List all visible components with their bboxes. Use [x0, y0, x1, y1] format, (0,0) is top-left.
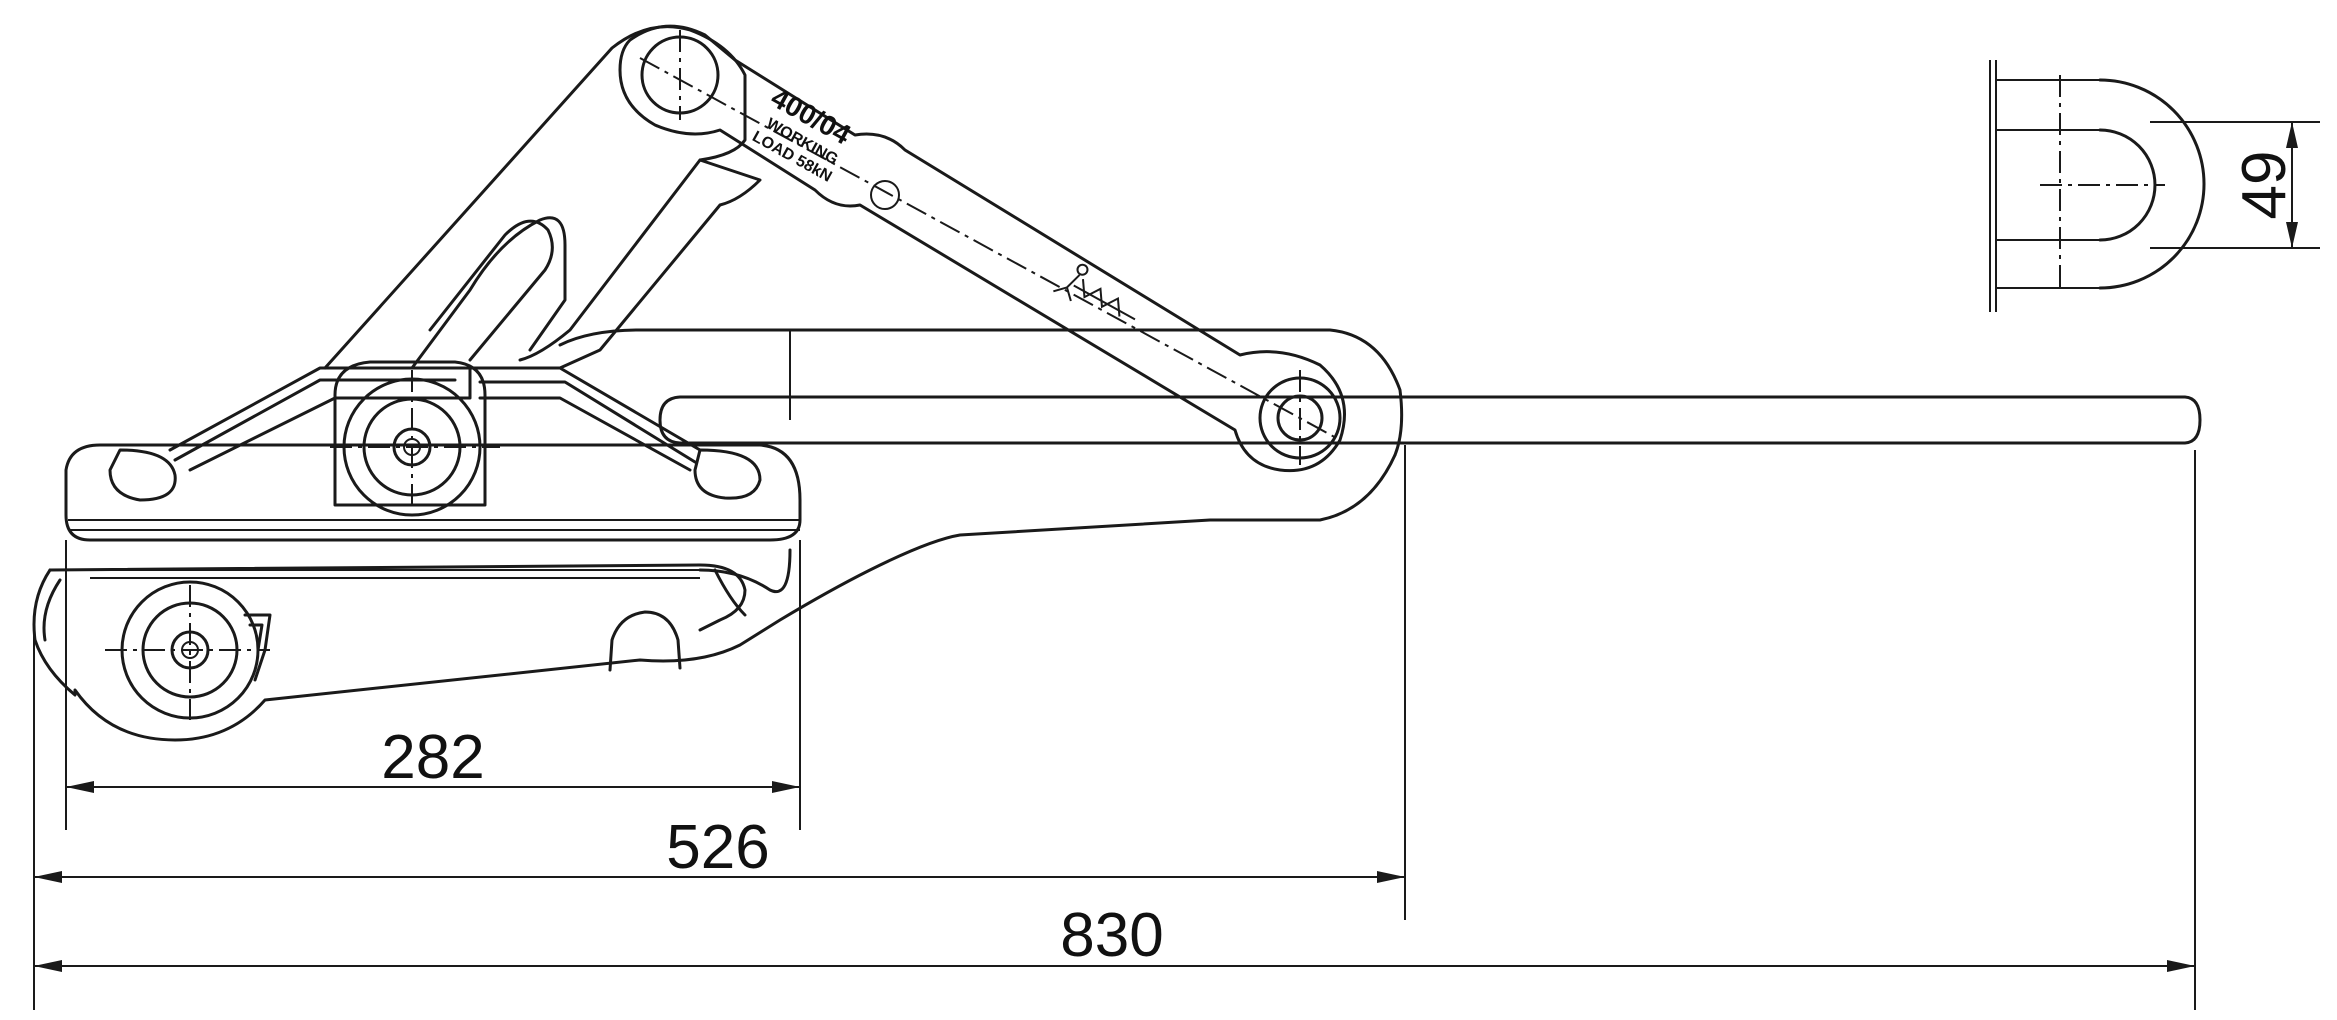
- warning-pictogram-icon: [1053, 263, 1136, 321]
- handle-bar: [658, 395, 2202, 445]
- jaw-detail-view: 49: [1989, 60, 2320, 312]
- dimension-830-label: 830: [1060, 901, 1163, 970]
- dimension-49-label: 49: [2230, 151, 2299, 220]
- dimension-282-label: 282: [381, 723, 484, 792]
- dimension-lines: 282 526 830: [33, 445, 2196, 1010]
- link-bar: 400/04 WORKING LOAD 58kN: [618, 24, 1346, 473]
- clamp-body: [32, 25, 1404, 742]
- dimension-526-label: 526: [666, 813, 769, 882]
